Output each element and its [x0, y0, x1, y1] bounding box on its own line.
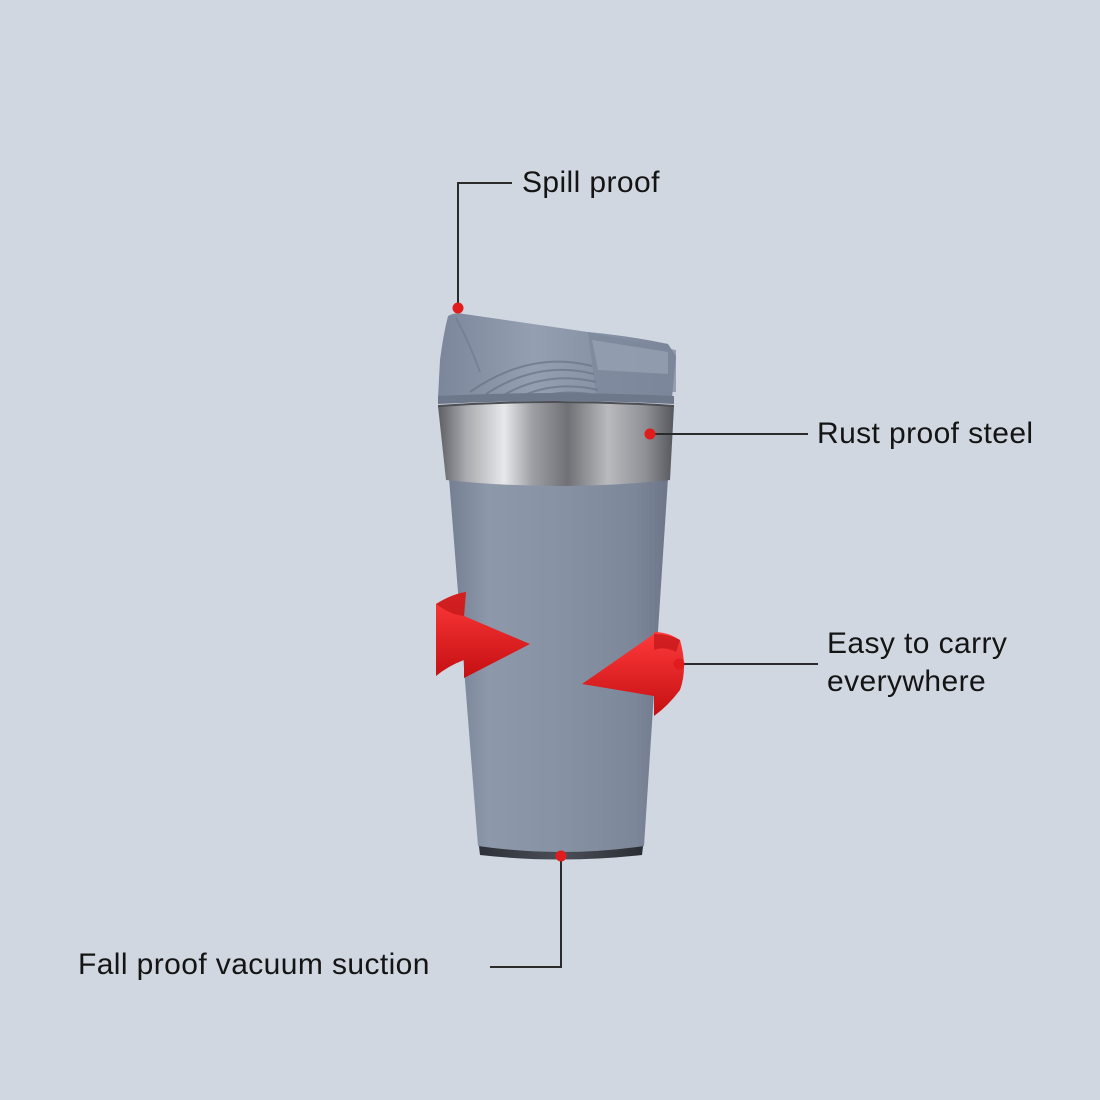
easy-carry-label: Easy to carry everywhere	[827, 625, 1007, 701]
curved-arrow-right-pointing-icon	[436, 592, 530, 678]
easy-carry-line-1: Easy to carry	[827, 627, 1008, 660]
callout-lines	[457, 182, 818, 968]
rust-proof-dot	[644, 428, 656, 440]
easy-carry-dot	[673, 658, 685, 670]
easy-carry-line-2: everywhere	[827, 665, 987, 698]
rust-proof-label: Rust proof steel	[817, 417, 1034, 450]
curved-arrow-left-pointing-icon	[582, 632, 684, 716]
spill-proof-leader	[457, 182, 512, 308]
fall-proof-label: Fall proof vacuum suction	[78, 948, 430, 981]
steel-band	[437, 401, 675, 486]
spill-proof-label: Spill proof	[522, 166, 660, 199]
callout-dots	[452, 302, 685, 862]
fall-proof-leader	[490, 856, 562, 968]
spill-proof-dot	[452, 302, 464, 314]
fall-proof-dot	[555, 850, 567, 862]
cup-body	[449, 478, 668, 852]
cup-lid	[438, 313, 676, 404]
